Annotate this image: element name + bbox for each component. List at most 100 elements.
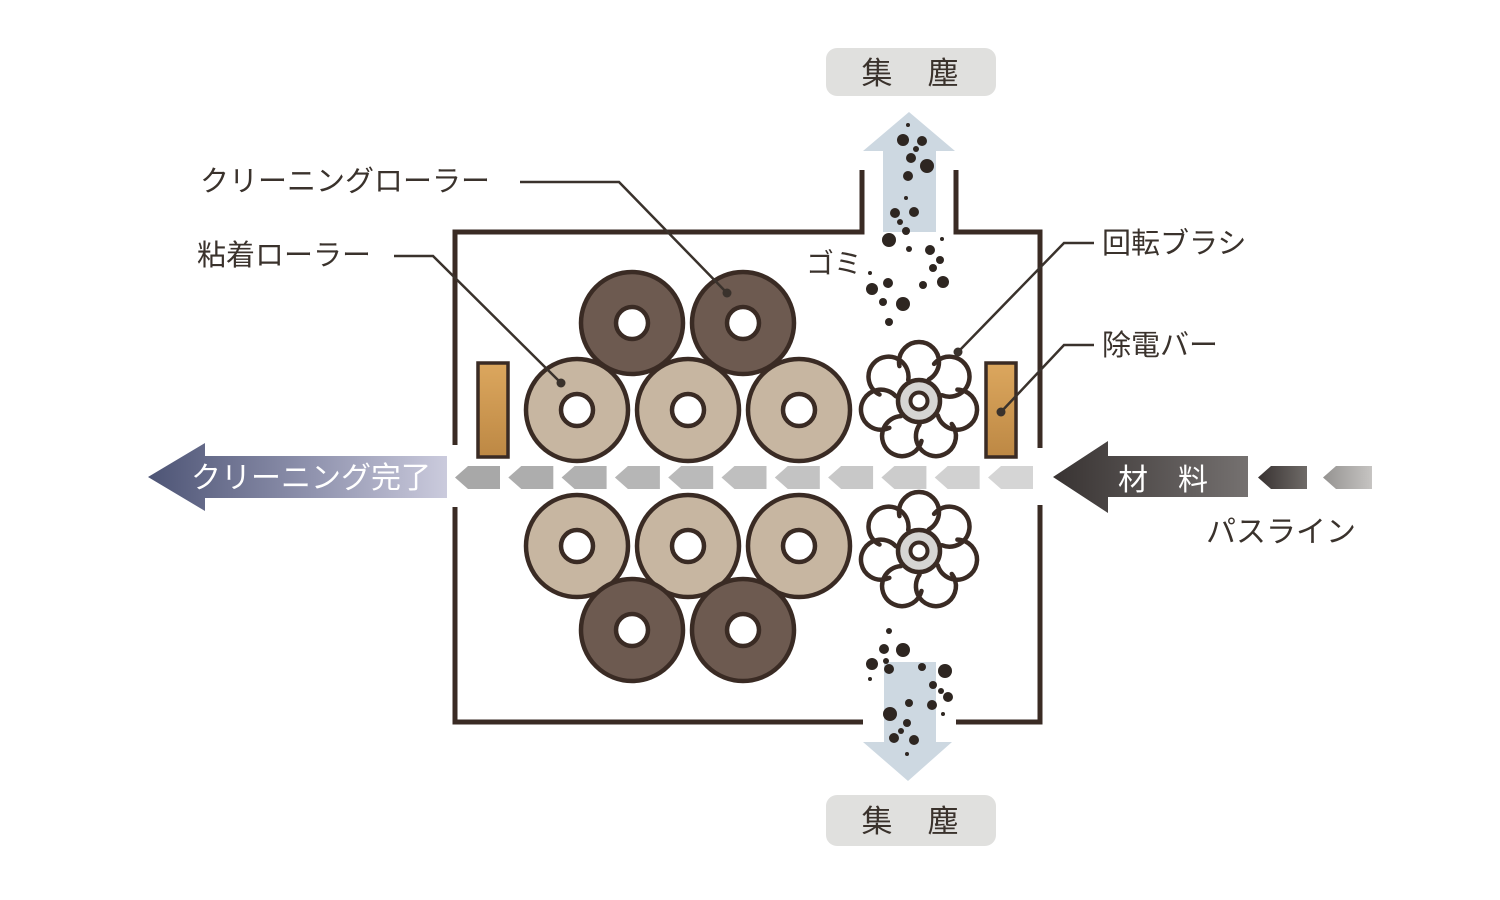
brush-blade-arm: [866, 504, 911, 549]
brush-hub-axle: [908, 540, 930, 562]
adhesive-roller-axle: [558, 391, 596, 429]
dust-particle: [906, 123, 910, 127]
cleaning-done-arrow: [148, 443, 447, 511]
dust-particle: [906, 153, 916, 163]
dust-collection-badge-top: [826, 48, 996, 96]
static-eliminator-bar: [984, 361, 1018, 459]
pass-line-chevron: [614, 466, 660, 489]
pass-line-chevron: [828, 466, 874, 489]
material-chevron-dark: [1258, 466, 1307, 489]
dust-particles-top: [866, 123, 949, 326]
dust-particle: [885, 318, 893, 326]
brush-blade: [866, 354, 911, 399]
roller-stacks: [523, 269, 853, 684]
pass-line-chevron: [668, 466, 714, 489]
dust-particle: [866, 658, 878, 670]
rotating-brush-label: 回転ブラシ: [1102, 227, 1246, 260]
dust-particle: [920, 159, 934, 173]
leader-dots: [556, 288, 1006, 417]
material-arrow: [1053, 441, 1248, 513]
pass-line-chevron: [455, 466, 500, 489]
leader-dot: [953, 347, 963, 357]
pass-line-label: パスライン: [1206, 516, 1356, 549]
dust-particle: [889, 733, 899, 743]
pass-line-chevron: [721, 466, 767, 489]
adhesive-roller-axle: [669, 391, 707, 429]
brush-blade-arm: [866, 354, 911, 399]
dust-particles-bottom: [866, 628, 953, 756]
dust-particle: [919, 281, 927, 289]
cleaning-roller-axle: [613, 611, 651, 649]
dust-particle: [868, 271, 872, 275]
dust-particle: [897, 134, 909, 146]
static-bar-label: 除電バー: [1102, 329, 1218, 362]
leader-cleaning-roller: [520, 180, 728, 294]
dust-particle: [879, 644, 889, 654]
leader-adhesive-roller: [394, 254, 562, 384]
dust-particle: [929, 681, 937, 689]
pass-line-chevron: [774, 466, 820, 489]
rotating-brush: [858, 489, 980, 609]
adhesive-roller-axle: [780, 391, 818, 429]
dust-particle: [941, 712, 945, 716]
dust-particle: [905, 752, 909, 756]
pass-line-chevron: [988, 466, 1033, 489]
leader-dot: [722, 288, 732, 298]
adhesive-roller-axle: [780, 527, 818, 565]
brush-hub-axle: [908, 390, 930, 412]
dust-particle: [903, 719, 911, 727]
dust-particle: [883, 658, 889, 664]
dust-particle: [943, 692, 953, 702]
dust-collection-badge-bottom: [826, 795, 996, 846]
dust-particle: [879, 298, 887, 306]
dust-particle: [909, 207, 919, 217]
rotating-brush: [858, 339, 980, 459]
dust-particle: [925, 245, 935, 255]
dust-particle: [903, 171, 913, 181]
adhesive-roller-label: 粘着ローラー: [197, 239, 371, 272]
dust-collection-label-bottom: 集 塵: [862, 804, 961, 839]
dust-particle: [896, 643, 910, 657]
dust-particle: [866, 283, 878, 295]
dust-particle: [937, 276, 949, 288]
dust-particle: [940, 237, 944, 241]
static-eliminator-bars: [476, 361, 1018, 459]
material-label: 材 料: [1118, 464, 1208, 497]
dust-particle: [938, 688, 944, 694]
dust-particle: [913, 146, 919, 152]
rotating-brushes: [858, 339, 980, 609]
dust-particle: [890, 208, 900, 218]
adhesive-roller-axle: [558, 527, 596, 565]
leader-rotating-brush: [957, 241, 1094, 353]
machine-housing: [452, 170, 1043, 725]
leader-static-bar: [1000, 343, 1094, 413]
dust-particle: [918, 663, 926, 671]
pass-line-chevron: [881, 466, 927, 489]
pass-line-chevron: [561, 466, 607, 489]
dust-particle: [883, 707, 897, 721]
dust-particle: [897, 219, 903, 225]
dust-particle: [917, 136, 927, 146]
dust-label: ゴミ: [806, 248, 862, 279]
dust-particle: [909, 735, 919, 745]
pass-line: [455, 466, 1033, 489]
cleaning-roller-axle: [724, 611, 762, 649]
dust-particle: [902, 227, 910, 235]
pass-line-chevron: [508, 466, 554, 489]
dust-particle: [927, 700, 937, 710]
cleaning-roller-label: クリーニングローラー: [200, 165, 490, 198]
dust-particle: [929, 264, 937, 272]
brush-blade: [866, 504, 911, 549]
adhesive-roller-axle: [669, 527, 707, 565]
dust-particle: [906, 246, 912, 252]
dust-particle: [898, 728, 904, 734]
dust-particle: [868, 677, 872, 681]
dust-collection-label-top: 集 塵: [862, 56, 961, 91]
material-chevron-light: [1323, 466, 1372, 489]
dust-particle: [904, 196, 908, 200]
dust-particle: [883, 278, 893, 288]
dust-particle: [905, 699, 913, 707]
dust-particle: [936, 256, 944, 264]
